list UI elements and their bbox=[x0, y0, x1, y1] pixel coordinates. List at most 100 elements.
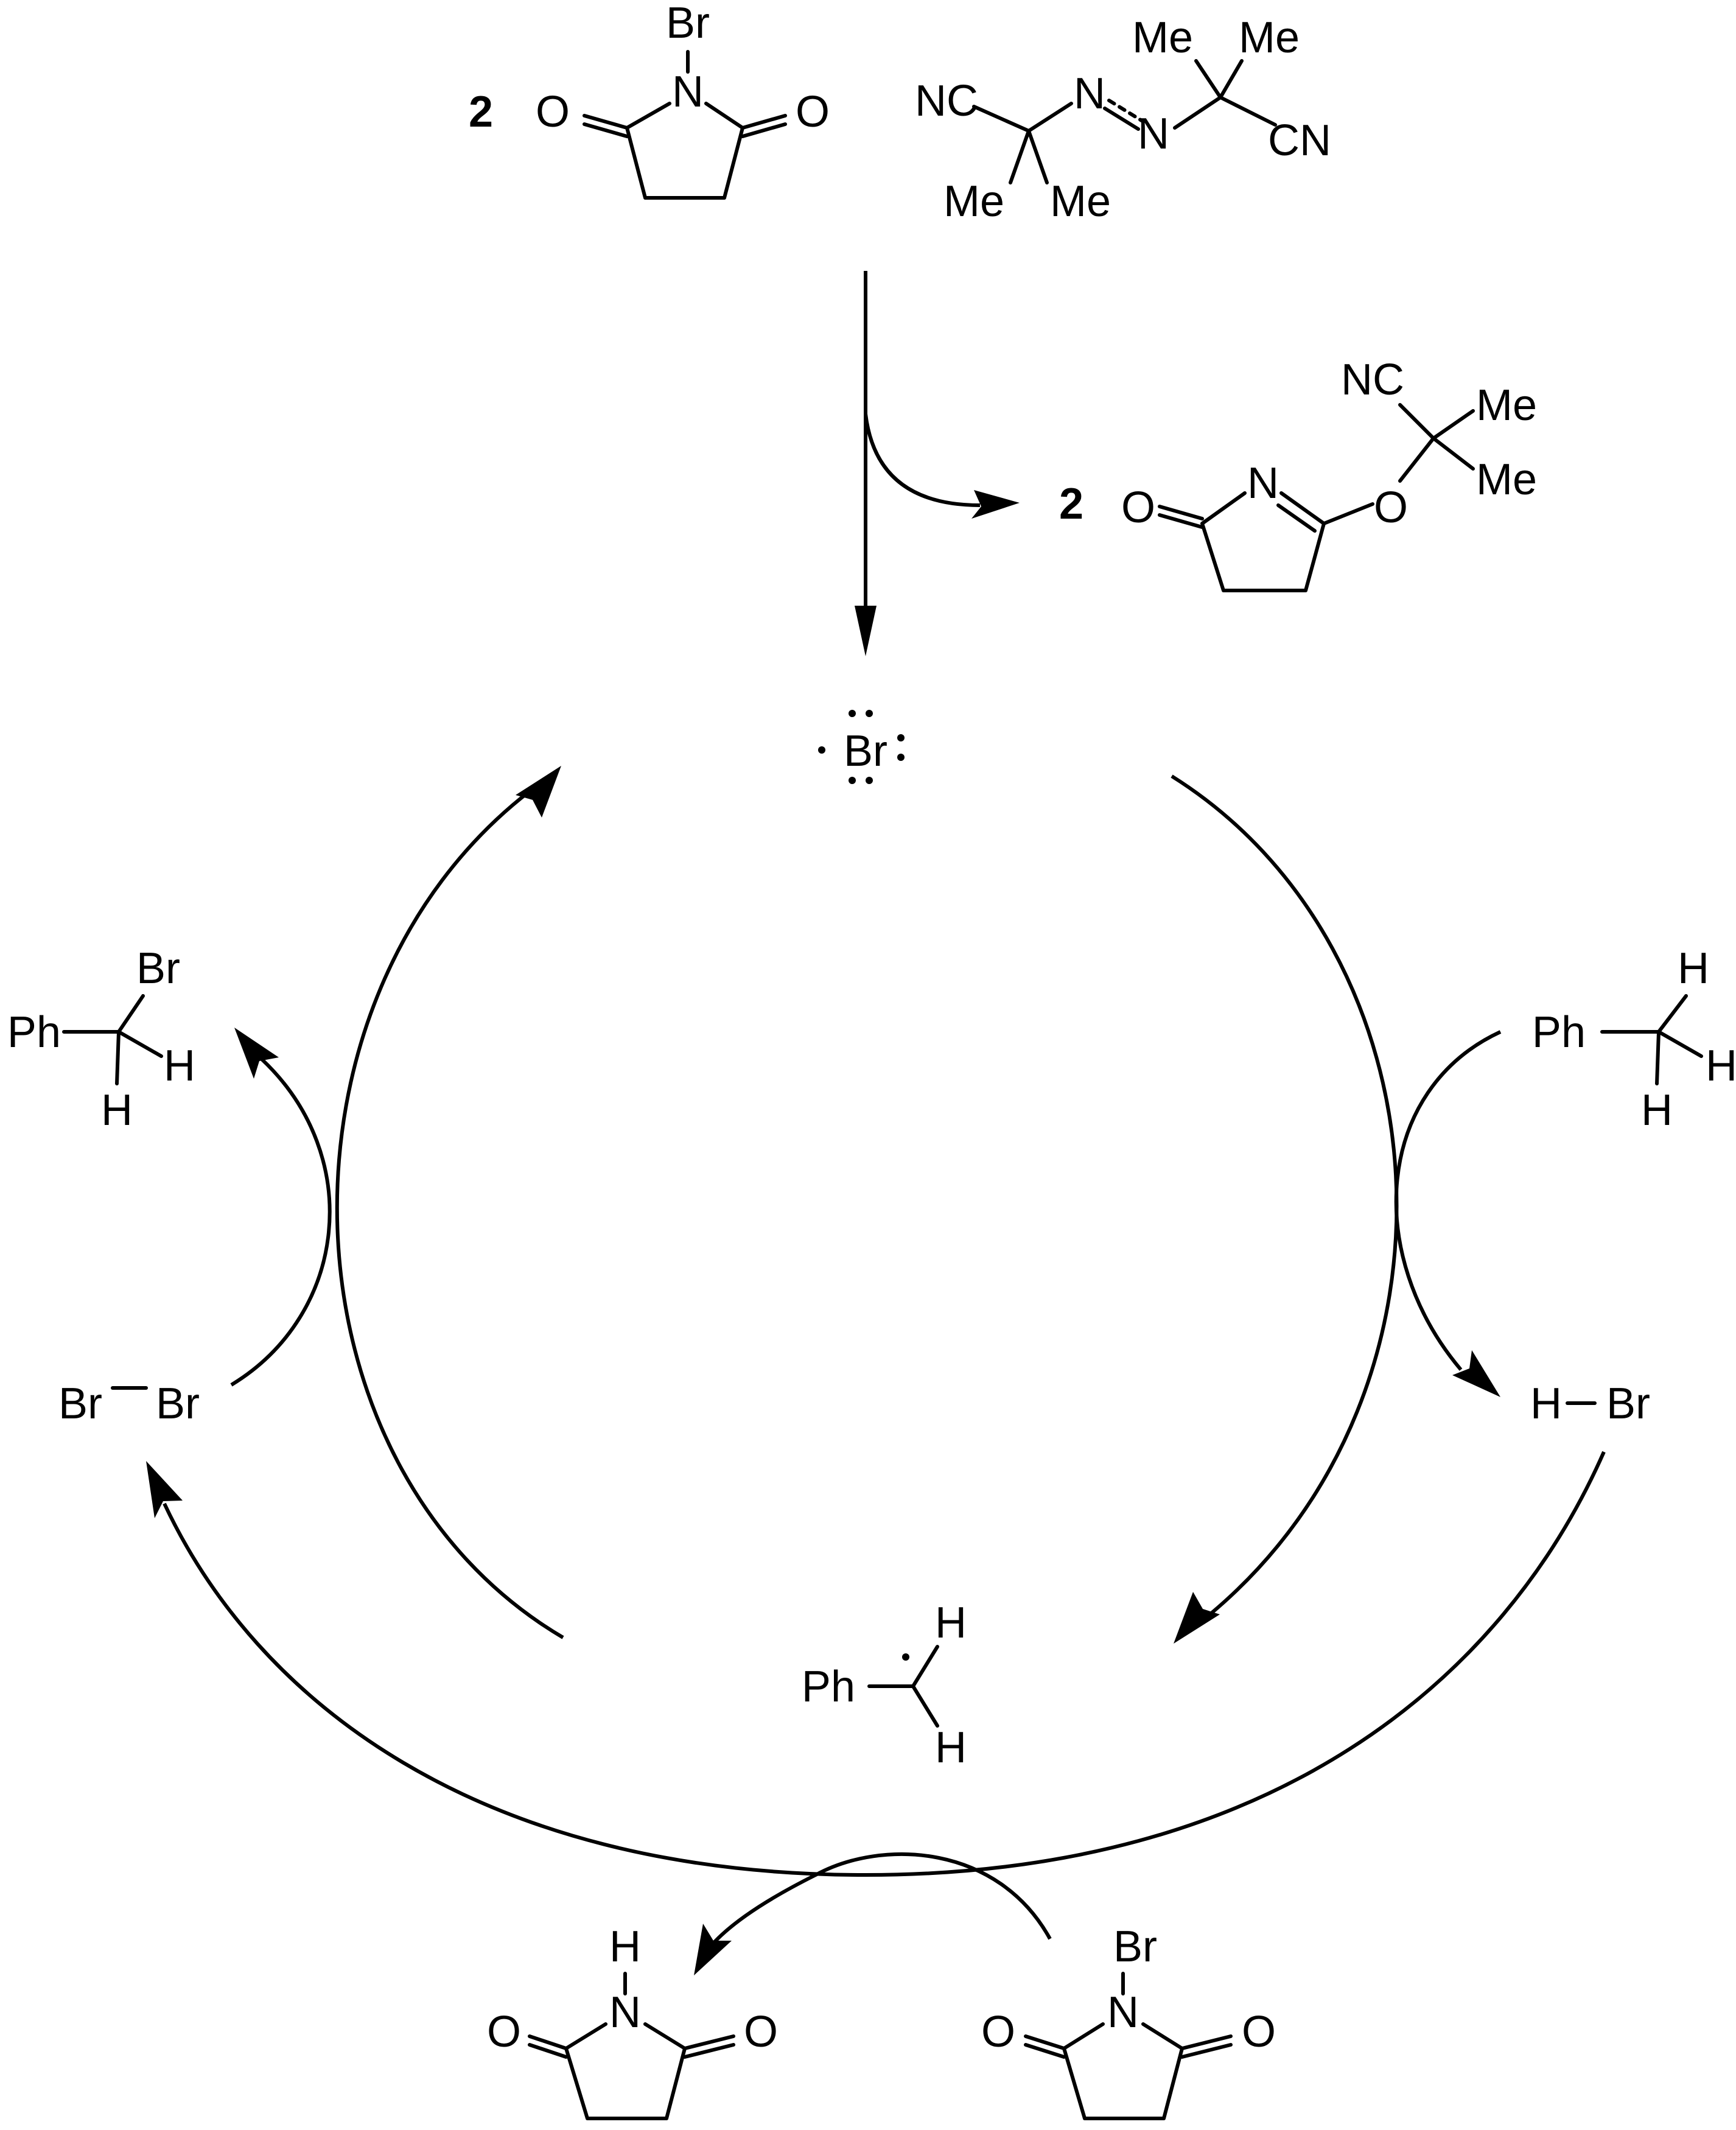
benzyl-bromide-h-right: H bbox=[164, 1042, 195, 1090]
toluene-h-right: H bbox=[1706, 1042, 1736, 1090]
bromine-radical: Br bbox=[818, 710, 905, 784]
toluene-ph: Ph bbox=[1532, 1008, 1586, 1057]
lone-pair-dot bbox=[849, 710, 856, 717]
nbs-regen-co-left bbox=[1024, 2034, 1066, 2059]
aibn-reagent: NC N N CN Me Me Me Me bbox=[915, 13, 1331, 226]
nbs-coefficient: 2 bbox=[469, 88, 493, 136]
benzyl-bromide-bonds bbox=[62, 994, 163, 1085]
propagation-cycle bbox=[146, 766, 1606, 1877]
nbs-regen-n: N bbox=[1107, 1988, 1139, 2037]
toluene: Ph H H H bbox=[1532, 944, 1736, 1135]
byproduct-cn-double bbox=[1276, 503, 1317, 533]
aibn-bonds-left bbox=[972, 102, 1073, 184]
hydrogen-bromide: H Br bbox=[1530, 1379, 1650, 1428]
benzyl-radical-ph: Ph bbox=[802, 1662, 855, 1711]
hbr-br: Br bbox=[1606, 1379, 1650, 1428]
br2-left: Br bbox=[58, 1379, 102, 1428]
imidate-byproduct: 2 O N O NC Me Me bbox=[1059, 356, 1537, 592]
benzyl-bromide-h-bottom: H bbox=[101, 1086, 133, 1135]
nbs-regen-br: Br bbox=[1113, 1922, 1157, 1971]
nbs-regen-o-left: O bbox=[981, 2008, 1015, 2056]
toluene-bonds bbox=[1600, 994, 1703, 1085]
benzyl-bromide-br: Br bbox=[136, 944, 180, 993]
byproduct-o-ether-label: O bbox=[1374, 483, 1408, 532]
hbr-h: H bbox=[1530, 1379, 1562, 1428]
br2-to-product-arrow bbox=[230, 1028, 332, 1387]
nbs-regenerated: Br N O O bbox=[981, 1922, 1276, 2120]
byproduct-branch-arrow bbox=[864, 413, 981, 507]
nbs-co-left bbox=[583, 114, 629, 138]
byproduct-c-o-ether bbox=[1322, 502, 1374, 525]
succinimide-co-right bbox=[683, 2034, 735, 2059]
aibn-me-top-left: Me bbox=[1132, 13, 1193, 62]
aibn-me-bottom-right: Me bbox=[1050, 177, 1111, 226]
nbs-regen-ring bbox=[1062, 2022, 1184, 2120]
nbs-bottom-arc-head bbox=[146, 1461, 183, 1518]
aibn-n-n-bond bbox=[1103, 107, 1140, 131]
benzyl-radical-bonds bbox=[867, 1645, 939, 1728]
aibn-bonds-right bbox=[1173, 59, 1277, 130]
nbs-regen-o-right: O bbox=[1242, 2008, 1276, 2056]
byproduct-n-label: N bbox=[1247, 459, 1279, 508]
byproduct-quaternary bbox=[1398, 403, 1475, 483]
initiation-arrow-head bbox=[855, 606, 877, 656]
bromine-radical-label: Br bbox=[844, 727, 887, 776]
byproduct-co bbox=[1158, 505, 1204, 529]
toluene-hbr-head bbox=[1452, 1350, 1500, 1397]
nbs-bottom-arc bbox=[163, 1451, 1606, 1877]
nbs-o-left-label: O bbox=[536, 88, 570, 136]
succinimide-h: H bbox=[609, 1922, 641, 1971]
lone-pair-dot bbox=[897, 754, 905, 761]
byproduct-coefficient: 2 bbox=[1059, 480, 1083, 528]
succinimide-n: N bbox=[609, 1988, 641, 2037]
lone-pair-dot bbox=[897, 734, 905, 741]
toluene-to-hbr-arrow bbox=[1394, 1030, 1502, 1397]
nbs-co-right bbox=[741, 114, 787, 138]
br2-right: Br bbox=[156, 1379, 200, 1428]
byproduct-o-label: O bbox=[1121, 483, 1155, 532]
toluene-h-bottom: H bbox=[1641, 1086, 1673, 1135]
succinimide-o-right: O bbox=[744, 2008, 778, 2056]
nbs-succinimide-arc bbox=[707, 1852, 1052, 1949]
succinimide-ring bbox=[564, 2022, 687, 2120]
cycle-arc-left bbox=[335, 790, 564, 1639]
nbs-ring bbox=[625, 102, 744, 200]
benzyl-radical-h-top: H bbox=[935, 1599, 967, 1647]
byproduct-me1-label: Me bbox=[1476, 381, 1537, 430]
benzyl-bromide: Ph Br H H bbox=[7, 944, 195, 1135]
benzyl-radical-dot bbox=[902, 1653, 909, 1661]
lone-pair-dot bbox=[866, 710, 873, 717]
cycle-arc-right-head bbox=[1174, 1592, 1220, 1644]
byproduct-nc-label: NC bbox=[1341, 356, 1404, 404]
nbs-regen-co-right bbox=[1180, 2034, 1233, 2059]
aibn-cn-right: CN bbox=[1268, 116, 1331, 165]
radical-dot bbox=[818, 746, 825, 754]
toluene-h-top: H bbox=[1678, 944, 1709, 993]
benzyl-radical: Ph H H bbox=[802, 1599, 967, 1772]
cycle-arc-left-head bbox=[516, 766, 561, 818]
byproduct-ring bbox=[1200, 491, 1326, 592]
aibn-me-bottom-left: Me bbox=[943, 177, 1004, 226]
nbs-succinimide-head bbox=[694, 1924, 732, 1975]
byproduct-me2-label: Me bbox=[1476, 455, 1537, 504]
aibn-n-n-bond-dashed bbox=[1107, 99, 1144, 123]
bromine-molecule: Br Br bbox=[58, 1379, 200, 1428]
lone-pair-dot bbox=[849, 777, 856, 784]
benzyl-bromide-ph: Ph bbox=[7, 1008, 61, 1057]
br2-product-arc bbox=[230, 1057, 332, 1387]
initiation-arrow bbox=[855, 271, 1020, 656]
aibn-n2: N bbox=[1138, 110, 1169, 158]
succinimide: H N O O bbox=[487, 1922, 778, 2120]
nbs-to-succinimide-arrow bbox=[694, 1852, 1052, 1975]
aibn-me-top-right: Me bbox=[1239, 13, 1300, 62]
aibn-n1: N bbox=[1074, 69, 1105, 118]
lone-pair-dot bbox=[866, 777, 873, 784]
toluene-hbr-arc bbox=[1394, 1030, 1502, 1371]
nbs-reagent: 2 Br N O O bbox=[469, 0, 830, 200]
nbs-n-label: N bbox=[672, 68, 704, 116]
succinimide-co-left bbox=[528, 2034, 568, 2059]
succinimide-o-left: O bbox=[487, 2008, 521, 2056]
cycle-arc-right bbox=[1171, 774, 1399, 1615]
benzyl-radical-h-bottom: H bbox=[935, 1723, 967, 1772]
